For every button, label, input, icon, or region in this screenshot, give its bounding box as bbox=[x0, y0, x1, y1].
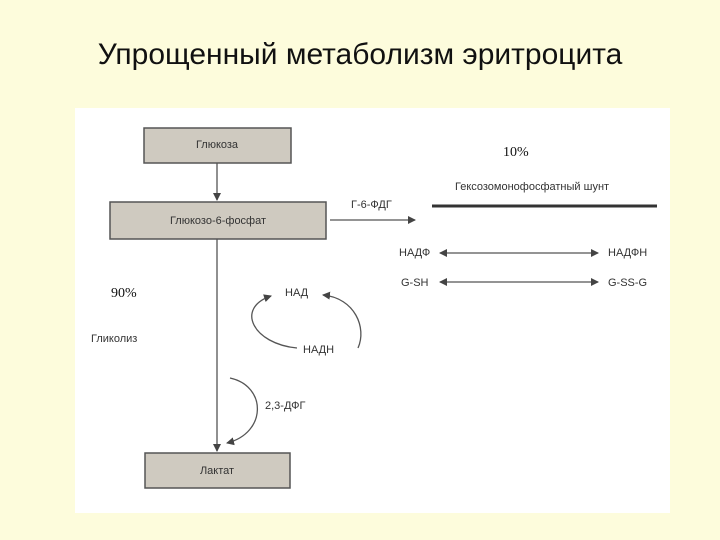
arrow-dpg-shunt bbox=[226, 377, 259, 446]
pentose-percent: 10% bbox=[503, 145, 529, 160]
glucose-box: Глюкоза bbox=[143, 127, 292, 164]
glycolysis-label: Гликолиз bbox=[91, 333, 137, 345]
g6pdh-label: Г-6-ФДГ bbox=[351, 199, 392, 211]
glucose-label: Глюкоза bbox=[196, 139, 239, 151]
gssg-label: G-SS-G bbox=[608, 277, 647, 289]
slide-title: Упрощенный метаболизм эритроцита bbox=[97, 38, 623, 71]
hexose-shunt-label: Гексозомонофосфатный шунт bbox=[455, 181, 609, 193]
g6p-box: Глюкозо-6-фосфат bbox=[109, 201, 327, 240]
glycolysis-percent: 90% bbox=[111, 286, 137, 301]
nadh-label: НАДН bbox=[303, 344, 334, 356]
arrow-nad-cycle bbox=[322, 291, 362, 349]
metabolism-diagram: Глюкоза Глюкозо-6-фосфат Лактат 10% 90% … bbox=[91, 127, 657, 489]
nad-label: НАД bbox=[285, 287, 309, 299]
lactate-box: Лактат bbox=[144, 452, 291, 489]
g6p-label: Глюкозо-6-фосфат bbox=[170, 215, 266, 227]
nadph-label: НАДФН bbox=[608, 247, 647, 259]
diagram-panel: Глюкоза Глюкозо-6-фосфат Лактат 10% 90% … bbox=[75, 108, 670, 513]
gsh-label: G-SH bbox=[401, 277, 429, 289]
arrow-nadh-to-nad bbox=[251, 294, 298, 349]
lactate-label: Лактат bbox=[200, 465, 234, 477]
dpg-label: 2,3-ДФГ bbox=[265, 400, 306, 412]
nadp-label: НАДФ bbox=[399, 247, 430, 259]
